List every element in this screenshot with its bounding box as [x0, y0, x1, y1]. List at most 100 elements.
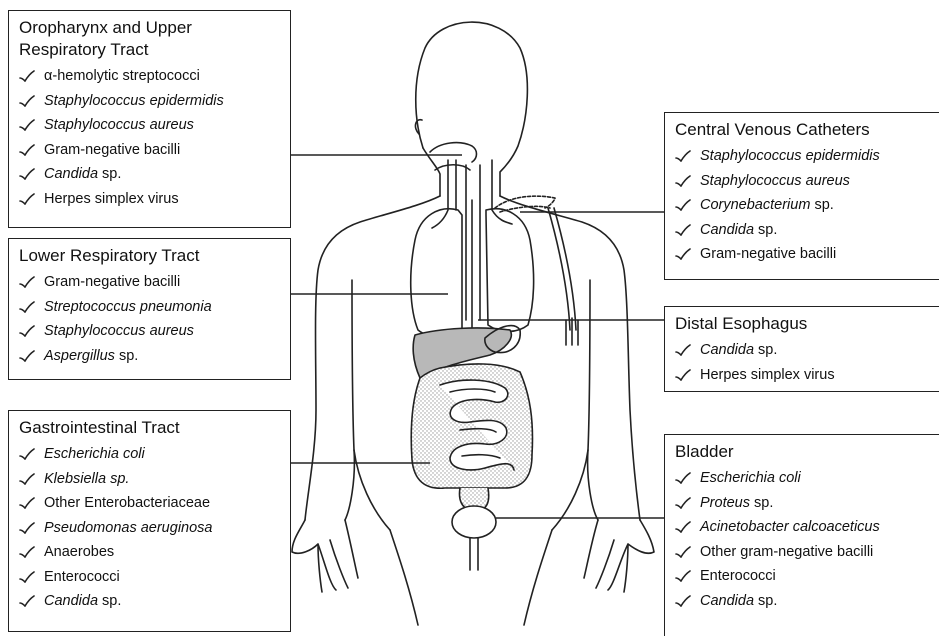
check-mark-icon	[19, 546, 35, 558]
organism-name-italic: Candida	[44, 162, 98, 187]
organism-name: sp.	[98, 162, 121, 187]
organism-name: Gram-negative bacilli	[44, 270, 180, 295]
list-item: Staphylococcus epidermidis	[19, 89, 280, 114]
list-item: Anaerobes	[19, 540, 280, 565]
organism-name: sp.	[750, 491, 773, 516]
lower-resp-box: Lower Respiratory Tract Gram-negative ba…	[8, 238, 291, 380]
list-item: Proteus sp.	[675, 491, 929, 516]
organism-name: Enterococci	[44, 565, 120, 590]
list-item: Other gram-negative bacilli	[675, 540, 929, 565]
oropharynx-box: Oropharynx and Upper Respiratory Tract α…	[8, 10, 291, 228]
esophagus-list: Candida sp.Herpes simplex virus	[675, 338, 929, 387]
list-item: Enterococci	[19, 565, 280, 590]
esophagus-title: Distal Esophagus	[675, 313, 929, 335]
organism-name: Herpes simplex virus	[44, 187, 179, 212]
list-item: Other Enterobacteriaceae	[19, 491, 280, 516]
lower-resp-title: Lower Respiratory Tract	[19, 245, 280, 267]
lower-resp-list: Gram-negative bacilliStreptococcus pneum…	[19, 270, 280, 368]
list-item: Pseudomonas aeruginosa	[19, 516, 280, 541]
check-mark-icon	[675, 224, 691, 236]
check-mark-icon	[675, 546, 691, 558]
check-mark-icon	[675, 150, 691, 162]
oropharynx-title: Oropharynx and Upper Respiratory Tract	[19, 17, 280, 61]
organism-name-italic: Pseudomonas aeruginosa	[44, 516, 212, 541]
list-item: Escherichia coli	[19, 442, 280, 467]
organism-name-italic: Klebsiella sp.	[44, 467, 129, 492]
check-mark-icon	[19, 571, 35, 583]
check-mark-icon	[19, 95, 35, 107]
check-mark-icon	[675, 199, 691, 211]
check-mark-icon	[675, 595, 691, 607]
check-mark-icon	[675, 344, 691, 356]
organism-name: Other Enterobacteriaceae	[44, 491, 210, 516]
check-mark-icon	[19, 522, 35, 534]
list-item: α-hemolytic streptococci	[19, 64, 280, 89]
organism-name: sp.	[98, 589, 121, 614]
organism-name: sp.	[754, 338, 777, 363]
check-mark-icon	[675, 369, 691, 381]
list-item: Gram-negative bacilli	[19, 138, 280, 163]
organism-name: Gram-negative bacilli	[44, 138, 180, 163]
organism-name: α-hemolytic streptococci	[44, 64, 200, 89]
check-mark-icon	[19, 448, 35, 460]
list-item: Staphylococcus aureus	[675, 169, 929, 194]
list-item: Candida sp.	[675, 218, 929, 243]
list-item: Escherichia coli	[675, 466, 929, 491]
check-mark-icon	[19, 350, 35, 362]
list-item: Gram-negative bacilli	[19, 270, 280, 295]
check-mark-icon	[675, 175, 691, 187]
esophagus-box: Distal Esophagus Candida sp.Herpes simpl…	[664, 306, 939, 392]
check-mark-icon	[19, 119, 35, 131]
list-item: Staphylococcus aureus	[19, 319, 280, 344]
check-mark-icon	[675, 497, 691, 509]
check-mark-icon	[675, 521, 691, 533]
list-item: Herpes simplex virus	[19, 187, 280, 212]
list-item: Gram-negative bacilli	[675, 242, 929, 267]
check-mark-icon	[675, 248, 691, 260]
list-item: Aspergillus sp.	[19, 344, 280, 369]
list-item: Candida sp.	[675, 589, 929, 614]
check-mark-icon	[19, 276, 35, 288]
organism-name-italic: Candida	[700, 589, 754, 614]
list-item: Acinetobacter calcoaceticus	[675, 515, 929, 540]
bladder-list: Escherichia coliProteus sp.Acinetobacter…	[675, 466, 929, 613]
list-item: Klebsiella sp.	[19, 467, 280, 492]
organism-name-italic: Candida	[700, 338, 754, 363]
organism-name: sp.	[754, 218, 777, 243]
check-mark-icon	[19, 70, 35, 82]
list-item: Streptococcus pneumonia	[19, 295, 280, 320]
check-mark-icon	[19, 301, 35, 313]
list-item: Enterococci	[675, 564, 929, 589]
organism-name-italic: Escherichia coli	[44, 442, 145, 467]
organism-name: sp.	[810, 193, 833, 218]
organism-name-italic: Proteus	[700, 491, 750, 516]
organism-name-italic: Aspergillus	[44, 344, 115, 369]
check-mark-icon	[19, 497, 35, 509]
organism-name-italic: Escherichia coli	[700, 466, 801, 491]
gi-title: Gastrointestinal Tract	[19, 417, 280, 439]
check-mark-icon	[675, 570, 691, 582]
organism-name: Anaerobes	[44, 540, 114, 565]
check-mark-icon	[19, 193, 35, 205]
list-item: Staphylococcus aureus	[19, 113, 280, 138]
organism-name-italic: Streptococcus pneumonia	[44, 295, 212, 320]
list-item: Staphylococcus epidermidis	[675, 144, 929, 169]
organism-name-italic: Acinetobacter calcoaceticus	[700, 515, 880, 540]
list-item: Corynebacterium sp.	[675, 193, 929, 218]
organism-name: Enterococci	[700, 564, 776, 589]
bladder-title: Bladder	[675, 441, 929, 463]
organism-name: sp.	[115, 344, 138, 369]
list-item: Candida sp.	[19, 162, 280, 187]
organism-name: Other gram-negative bacilli	[700, 540, 873, 565]
check-mark-icon	[675, 472, 691, 484]
organism-name: sp.	[754, 589, 777, 614]
check-mark-icon	[19, 325, 35, 337]
check-mark-icon	[19, 473, 35, 485]
organism-name-italic: Corynebacterium	[700, 193, 810, 218]
organism-name-italic: Staphylococcus epidermidis	[700, 144, 880, 169]
